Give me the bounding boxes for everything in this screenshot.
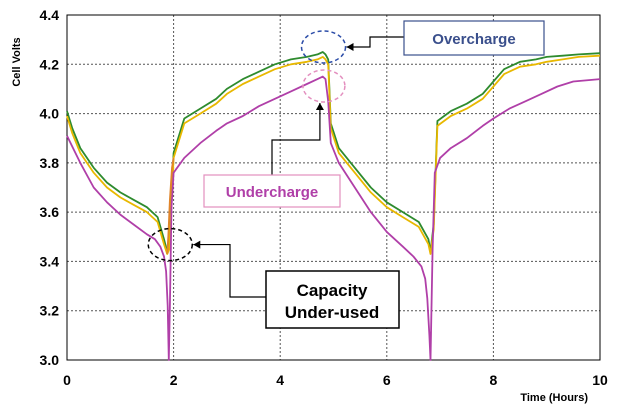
x-tick-label: 10 [592, 372, 608, 388]
plot-frame [66, 14, 601, 361]
x-tick-label: 6 [383, 372, 391, 388]
x-tick-label: 4 [276, 372, 284, 388]
arrow-head [346, 42, 354, 51]
x-axis-label: Time (Hours) [520, 392, 588, 404]
capacity-label-box [265, 270, 400, 329]
x-tick-label: 2 [170, 372, 178, 388]
arrow-head [315, 103, 324, 110]
capacity-label-line: Capacity [297, 281, 368, 300]
undercharge-connector [271, 103, 321, 175]
x-axis-ticks: 0 2 4 6 8 10 [63, 372, 608, 388]
arrow-head [193, 240, 201, 249]
capacity-label-line: Under-used [285, 303, 379, 322]
x-tick-label: 8 [490, 372, 498, 388]
series-line-1 [66, 51, 601, 253]
y-tick-label: 3.8 [40, 155, 60, 171]
capacity-ellipse [147, 227, 194, 262]
overcharge-label-box [403, 20, 545, 56]
series-group [66, 51, 601, 361]
y-tick-label: 4.4 [40, 7, 60, 23]
x-tick-label: 0 [63, 372, 71, 388]
y-axis-ticks: 3.0 3.2 3.4 3.6 3.8 4.0 4.2 4.4 [40, 7, 60, 368]
y-tick-label: 4.2 [40, 56, 60, 72]
y-tick-label: 3.6 [40, 204, 60, 220]
overcharge-connector [346, 36, 404, 48]
capacity-connector [193, 243, 266, 298]
overcharge-ellipse [300, 30, 347, 64]
y-tick-label: 3.4 [40, 253, 60, 269]
series-line-3 [166, 157, 175, 255]
y-tick-label: 4.0 [40, 106, 60, 122]
series-line-4 [66, 75, 601, 361]
undercharge-label: Undercharge [226, 184, 319, 201]
series-line-2 [66, 54, 601, 255]
y-tick-label: 3.2 [40, 303, 60, 319]
overcharge-label: Overcharge [432, 31, 515, 48]
y-tick-label: 3.0 [40, 352, 60, 368]
undercharge-label-box [203, 174, 341, 208]
y-axis-label: Cell Volts [11, 37, 23, 86]
undercharge-ellipse [302, 69, 346, 103]
